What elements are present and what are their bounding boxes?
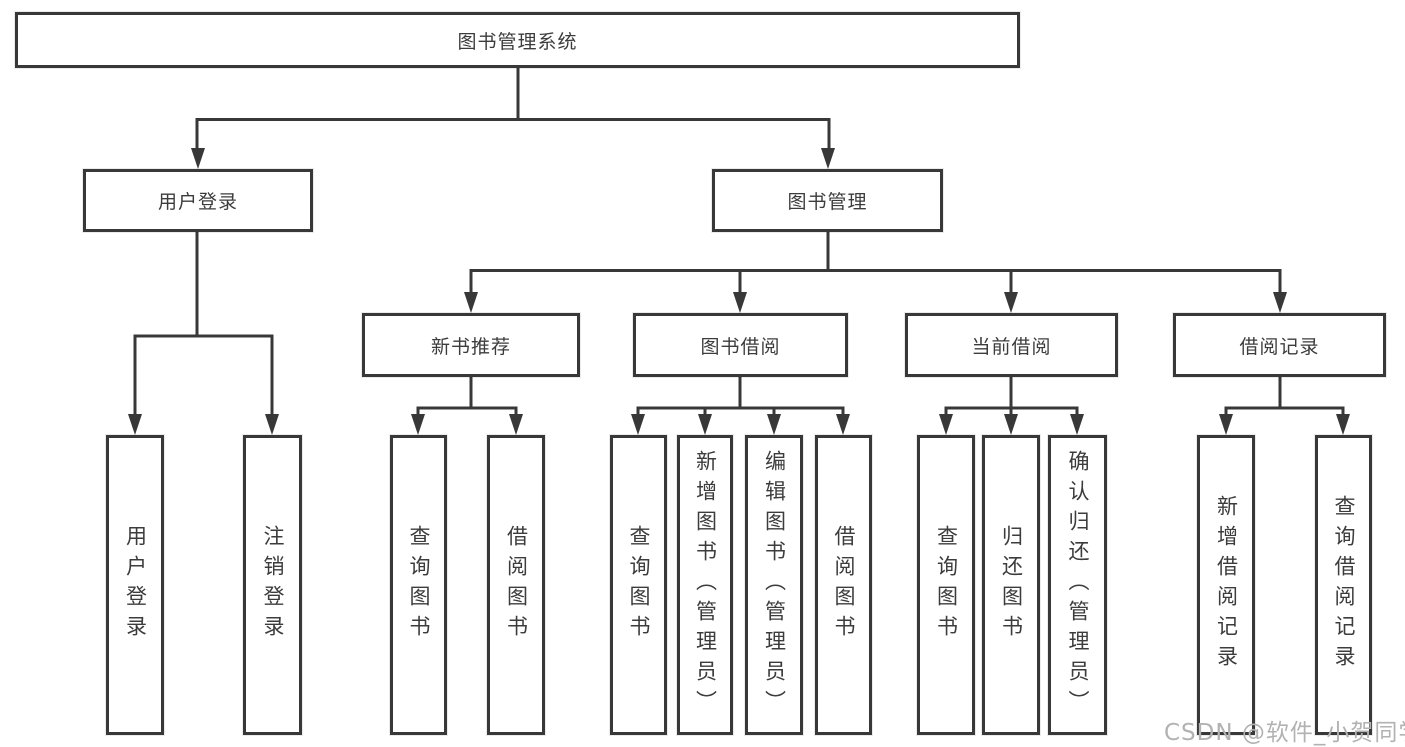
node-root: 图书管理系统 (15, 12, 1020, 68)
leaf-add-books-admin-label: 新增图书（管理员） (693, 450, 718, 720)
leaf-query-books-recommend-label: 查询图书 (407, 525, 431, 645)
leaf-borrow-books-borrowing-label: 借阅图书 (832, 525, 856, 645)
node-user-login: 用户登录 (83, 169, 313, 232)
node-book-management-label: 图书管理 (787, 191, 868, 213)
node-borrowing-records: 借阅记录 (1173, 313, 1386, 377)
leaf-add-books-admin: 新增图书（管理员） (677, 435, 733, 735)
leaf-query-books-current-label: 查询图书 (934, 525, 959, 645)
leaf-user-login-label: 用户登录 (123, 525, 148, 645)
node-book-borrowing-label: 图书借阅 (700, 335, 781, 358)
node-current-borrowing: 当前借阅 (905, 313, 1118, 377)
leaf-add-borrow-record-label: 新增借阅记录 (1214, 495, 1239, 675)
node-new-book-recommend: 新书推荐 (362, 313, 580, 377)
leaf-return-books: 归还图书 (982, 435, 1040, 735)
leaf-query-borrow-record-label: 查询借阅记录 (1332, 495, 1356, 675)
leaf-borrow-books-borrowing: 借阅图书 (815, 435, 872, 735)
node-root-label: 图书管理系统 (457, 30, 578, 53)
leaf-confirm-return-admin: 确认归还（管理员） (1048, 435, 1107, 735)
leaf-edit-books-admin: 编辑图书（管理员） (745, 435, 803, 735)
node-book-borrowing: 图书借阅 (633, 313, 848, 377)
node-borrowing-records-label: 借阅记录 (1239, 335, 1320, 358)
leaf-borrow-books-recommend: 借阅图书 (487, 435, 545, 735)
watermark: CSDN @软件_小贺同学 (1164, 720, 1405, 746)
leaf-logout: 注销登录 (243, 435, 302, 735)
leaf-query-books-current: 查询图书 (917, 435, 975, 735)
leaf-borrow-books-recommend-label: 借阅图书 (504, 525, 529, 645)
leaf-return-books-label: 归还图书 (999, 525, 1024, 645)
leaf-query-books-borrowing-label: 查询图书 (627, 525, 651, 645)
node-book-management: 图书管理 (712, 169, 943, 232)
leaf-confirm-return-admin-label: 确认归还（管理员） (1066, 450, 1090, 720)
leaf-query-books-borrowing: 查询图书 (610, 435, 667, 735)
node-user-login-label: 用户登录 (157, 191, 238, 213)
leaf-add-borrow-record: 新增借阅记录 (1197, 435, 1255, 735)
leaf-query-books-recommend: 查询图书 (390, 435, 447, 735)
node-new-book-recommend-label: 新书推荐 (430, 335, 511, 358)
leaf-logout-label: 注销登录 (261, 525, 285, 645)
leaf-user-login: 用户登录 (106, 435, 164, 735)
leaf-query-borrow-record: 查询借阅记录 (1315, 435, 1372, 735)
leaf-edit-books-admin-label: 编辑图书（管理员） (762, 450, 787, 720)
node-current-borrowing-label: 当前借阅 (971, 335, 1052, 358)
